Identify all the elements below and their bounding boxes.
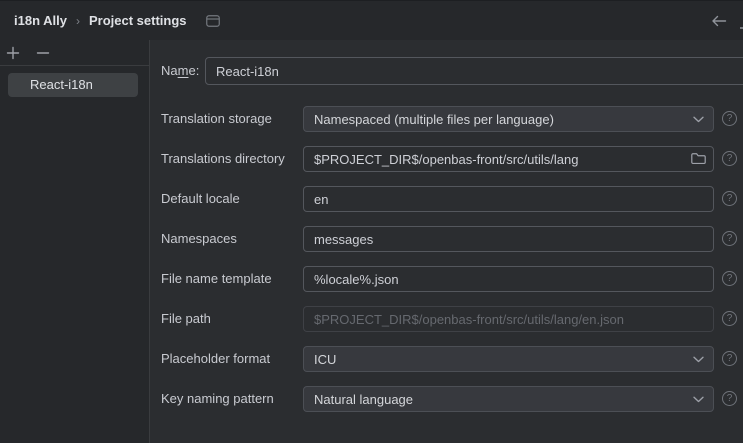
name-label-pre: Na <box>161 63 178 78</box>
key-naming-pattern-select[interactable]: Natural language <box>303 386 714 412</box>
window-icon <box>205 14 220 27</box>
chevron-down-icon <box>693 396 704 403</box>
namespaces-row: Namespaces ? <box>0 226 743 252</box>
sidebar-toolbar <box>0 40 149 66</box>
breadcrumb-i18n-ally[interactable]: i18n Ally <box>14 13 67 28</box>
namespaces-input[interactable] <box>303 226 714 252</box>
translation-storage-label: Translation storage <box>161 111 272 126</box>
header-bar: i18n Ally › Project settings <box>0 0 743 40</box>
placeholder-format-select[interactable]: ICU <box>303 346 714 372</box>
translations-directory-field <box>303 146 714 172</box>
clipped-icon-edge <box>740 27 743 29</box>
help-icon[interactable]: ? <box>722 111 737 126</box>
folder-icon[interactable] <box>691 152 706 165</box>
help-icon[interactable]: ? <box>722 391 737 406</box>
back-arrow-icon[interactable] <box>710 15 727 30</box>
chevron-down-icon <box>693 356 704 363</box>
file-path-row: File path ? <box>0 306 743 332</box>
default-locale-field <box>303 186 714 212</box>
breadcrumb-project-settings: Project settings <box>88 13 187 28</box>
name-label-mnemonic: m <box>177 63 189 78</box>
remove-project-icon[interactable] <box>30 41 56 65</box>
namespaces-field <box>303 226 714 252</box>
file-path-input <box>303 306 714 332</box>
placeholder-format-label: Placeholder format <box>161 351 271 366</box>
file-name-template-label: File name template <box>161 271 272 286</box>
key-naming-pattern-row: Key naming pattern Natural language ? <box>0 386 743 412</box>
placeholder-format-row: Placeholder format ICU ? <box>0 346 743 372</box>
default-locale-label: Default locale <box>161 191 240 206</box>
key-naming-pattern-label: Key naming pattern <box>161 391 274 406</box>
translations-directory-row: Translations directory ? <box>0 146 743 172</box>
name-input[interactable] <box>205 57 743 85</box>
translations-directory-label: Translations directory <box>161 151 285 166</box>
translation-storage-value: Namespaced (multiple files per language) <box>314 111 554 127</box>
name-label: Name: <box>161 57 199 85</box>
breadcrumb: i18n Ally › Project settings <box>14 13 220 28</box>
file-path-label: File path <box>161 311 211 326</box>
translation-storage-row: Translation storage Namespaced (multiple… <box>0 106 743 132</box>
file-name-template-row: File name template ? <box>0 266 743 292</box>
placeholder-format-value: ICU <box>314 351 337 367</box>
help-icon[interactable]: ? <box>722 231 737 246</box>
chevron-down-icon <box>693 116 704 123</box>
translation-storage-select[interactable]: Namespaced (multiple files per language) <box>303 106 714 132</box>
file-path-field <box>303 306 714 332</box>
help-icon[interactable]: ? <box>722 191 737 206</box>
name-label-post: e: <box>188 63 200 78</box>
help-icon[interactable]: ? <box>722 351 737 366</box>
namespaces-label: Namespaces <box>161 231 237 246</box>
translations-directory-input[interactable] <box>303 146 714 172</box>
file-name-template-input[interactable] <box>303 266 714 292</box>
add-project-icon[interactable] <box>0 41 26 65</box>
projects-sidebar: React-i18n <box>0 40 150 443</box>
sidebar-item-react-i18n[interactable]: React-i18n <box>8 73 138 97</box>
file-name-template-field <box>303 266 714 292</box>
breadcrumb-separator: › <box>75 13 80 28</box>
help-icon[interactable]: ? <box>722 271 737 286</box>
help-icon[interactable]: ? <box>722 311 737 326</box>
key-naming-pattern-value: Natural language <box>314 391 414 407</box>
help-icon[interactable]: ? <box>722 151 737 166</box>
default-locale-row: Default locale ? <box>0 186 743 212</box>
default-locale-input[interactable] <box>303 186 714 212</box>
